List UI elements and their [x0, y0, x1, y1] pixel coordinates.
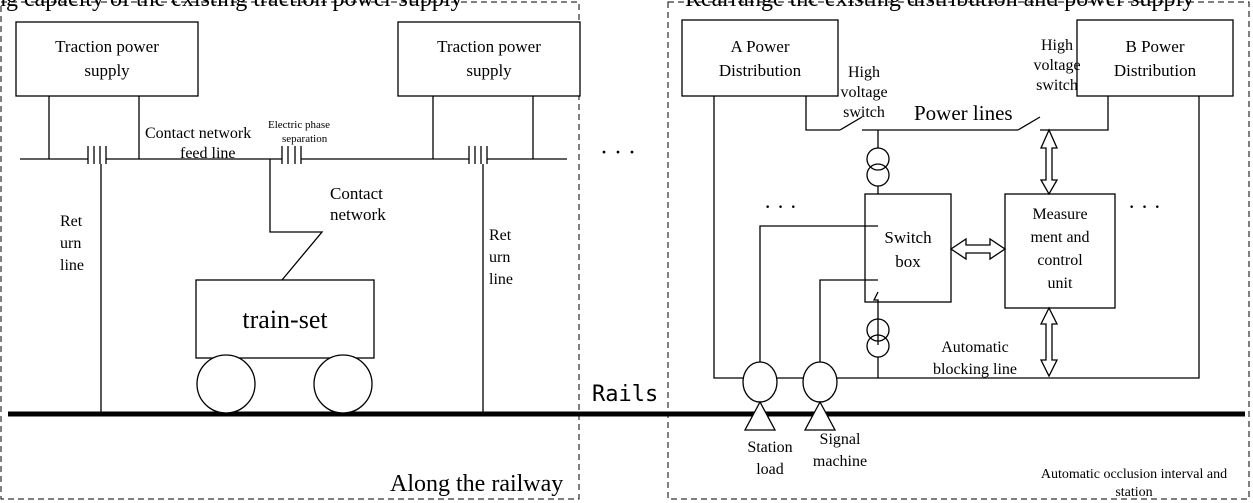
- auto-blocking-label1: Automatic: [941, 339, 1009, 356]
- right-distribution-network: A Power Distribution B Power Distributio…: [681, 19, 1234, 500]
- hv-switch-right-3: switch: [1036, 77, 1078, 94]
- station-load-label1: Station: [747, 439, 792, 456]
- a-power-distribution-box: [681, 19, 839, 97]
- b-power-line1: B Power: [1125, 37, 1184, 56]
- signal-machine-symbol: [802, 361, 838, 403]
- a-power-line1: A Power: [730, 37, 789, 56]
- top-text-right: Rearrange the existing distribution and …: [685, 0, 1194, 12]
- auto-blocking-label2: blocking line: [933, 361, 1017, 378]
- train-wheel-left: [196, 354, 256, 414]
- right-caption-line2: station: [1115, 485, 1152, 500]
- power-lines-label: Power lines: [914, 101, 1013, 125]
- traction-supply-left-line1: Traction power: [55, 37, 159, 56]
- traction-supply-left-line2: supply: [84, 61, 130, 80]
- left-panel-caption: Along the railway: [390, 471, 563, 497]
- station-load-symbol: [742, 361, 778, 403]
- hv-switch-left-3: switch: [843, 104, 885, 121]
- left-traction-network: Traction power supply Traction power sup…: [15, 21, 581, 497]
- hv-switch-right-2: voltage: [1033, 57, 1080, 74]
- hv-switch-left-1: High: [848, 64, 880, 81]
- traction-supply-left-box: [15, 21, 199, 97]
- return-line-left-1: Ret: [60, 213, 83, 230]
- contact-feed-line-label2: feed line: [180, 145, 236, 162]
- measurement-label4: unit: [1048, 275, 1073, 292]
- return-line-right-1: Ret: [489, 227, 512, 244]
- signal-machine-label2: machine: [813, 453, 867, 470]
- measurement-control-box: [1004, 193, 1116, 309]
- left-panel-border: [0, 1, 580, 500]
- train-set-box: [195, 279, 375, 359]
- right-ellipsis-right: · · ·: [1128, 194, 1161, 219]
- rails-label: Rails: [592, 382, 658, 407]
- signal-machine-label1: Signal: [820, 431, 861, 448]
- switch-box: [864, 193, 952, 303]
- right-caption-line1: Automatic occlusion interval and: [1041, 467, 1227, 482]
- measurement-label3: control: [1037, 252, 1083, 269]
- traction-supply-right-box: [397, 21, 581, 97]
- train-set-label: train-set: [242, 305, 328, 334]
- contact-feed-line-label1: Contact network: [145, 125, 251, 142]
- return-line-left-2: urn: [60, 235, 81, 252]
- hv-switch-right-1: High: [1041, 37, 1073, 54]
- phase-separation-label1: Electric phase: [268, 119, 330, 131]
- return-line-right-3: line: [489, 271, 513, 288]
- a-power-line2: Distribution: [719, 61, 802, 80]
- right-panel-border: [667, 1, 1250, 500]
- b-power-line2: Distribution: [1114, 61, 1197, 80]
- contact-network-label1: Contact: [330, 184, 383, 203]
- return-line-right-2: urn: [489, 249, 510, 266]
- traction-supply-right-line2: supply: [466, 61, 512, 80]
- contact-network-label2: network: [330, 205, 386, 224]
- measurement-label2: ment and: [1030, 229, 1089, 246]
- return-line-left-3: line: [60, 257, 84, 274]
- switch-box-label2: box: [895, 252, 921, 271]
- traction-supply-right-line1: Traction power: [437, 37, 541, 56]
- b-power-distribution-box: [1076, 19, 1234, 97]
- top-text-left: ng capacity of the existing traction pow…: [0, 0, 463, 12]
- station-load-label2: load: [756, 461, 784, 478]
- right-ellipsis-left: · · ·: [764, 194, 797, 219]
- middle-ellipsis: · · ·: [600, 140, 636, 166]
- switch-box-label1: Switch: [884, 228, 932, 247]
- phase-separation-label2: separation: [282, 133, 328, 145]
- measurement-label1: Measure: [1032, 206, 1087, 223]
- hv-switch-left-2: voltage: [840, 84, 887, 101]
- train-wheel-right: [313, 354, 373, 414]
